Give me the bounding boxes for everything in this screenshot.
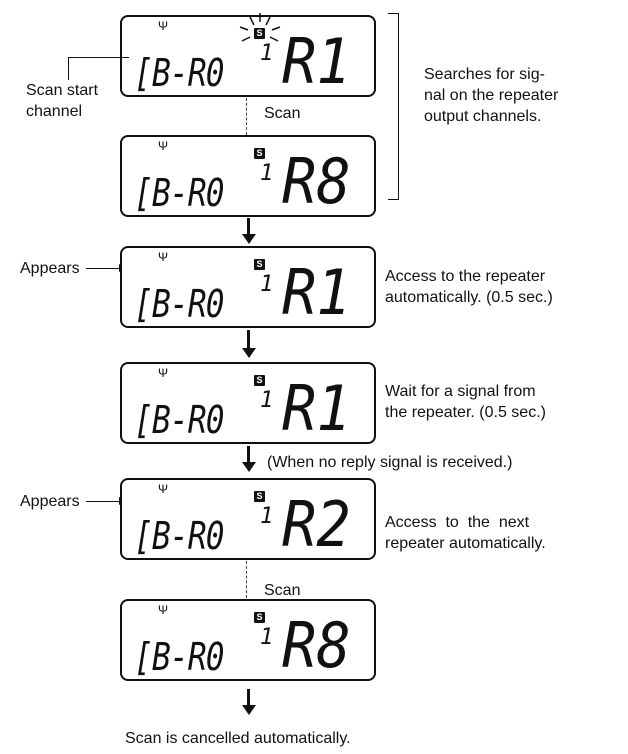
scan-label-1: Scan [264, 105, 301, 122]
s-badge-icon: S [254, 259, 265, 270]
lcd-digit: 1 [260, 41, 274, 66]
s-badge-icon: S [254, 491, 265, 502]
flow-arrow-3 [242, 446, 256, 474]
lcd-digit: 1 [260, 272, 274, 297]
lcd-segment-text: [B-R0 [134, 282, 225, 326]
lcd-digit: 1 [260, 504, 274, 529]
s-badge-icon: S [254, 375, 265, 386]
antenna-icon: Ψ [158, 603, 169, 617]
wait-description: Wait for a signal from the repeater. (0.… [385, 383, 546, 421]
flow-arrow-4 [242, 689, 256, 717]
antenna-icon: Ψ [158, 482, 169, 496]
cancelled-description: Scan is cancelled automatically. [125, 730, 351, 747]
blink-rays-icon [239, 13, 281, 42]
scan-label-2: Scan [264, 582, 301, 599]
lcd-channel: R2 [282, 488, 351, 561]
flow-arrow-1 [242, 218, 256, 244]
s-badge-icon: S [254, 612, 265, 623]
lcd-channel: R8 [282, 609, 351, 682]
lcd-channel: R1 [282, 256, 351, 329]
antenna-icon: Ψ [158, 366, 169, 380]
searches-description: Searches for sig- nal on the repeater ou… [424, 66, 559, 125]
scan-start-label: Scan start channel [26, 82, 99, 120]
lcd-segment-text: [B-R0 [134, 635, 225, 679]
lcd-segment-text: [B-R0 [134, 514, 225, 558]
lcd-segment-text: [B-R0 [134, 398, 225, 442]
appears-arrow-2 [86, 497, 126, 505]
lcd-panel-4: Ψ [B-R0 S 1 R1 [120, 362, 376, 444]
scan-dashed-line-1 [246, 98, 247, 135]
antenna-icon: Ψ [158, 250, 169, 264]
access-next-description: Access to the next repeater automaticall… [385, 514, 546, 552]
s-badge-icon: S [254, 28, 265, 39]
lcd-digit: 1 [260, 625, 274, 650]
lcd-segment-text: [B-R0 [134, 171, 225, 215]
lcd-panel-1: Ψ [B-R0 S 1 R1 [120, 13, 376, 98]
lcd-segment-text: [B-R0 [134, 51, 225, 95]
lcd-digit: 1 [260, 161, 274, 186]
lcd-panel-5: Ψ [B-R0 S 1 R2 [120, 478, 376, 560]
appears-arrow-1 [86, 264, 126, 272]
scan-dashed-line-2 [246, 561, 247, 598]
scan-start-pointer [68, 57, 129, 80]
scan-range-bracket [388, 13, 399, 200]
lcd-channel: R1 [282, 372, 351, 445]
lcd-channel: R8 [282, 145, 351, 218]
no-reply-note: (When no reply signal is received.) [267, 454, 513, 471]
s-badge-icon: S [254, 148, 265, 159]
flow-arrow-2 [242, 330, 256, 360]
antenna-icon: Ψ [158, 19, 169, 33]
lcd-panel-3: Ψ [B-R0 S 1 R1 [120, 246, 376, 328]
lcd-panel-2: Ψ [B-R0 S 1 R8 [120, 135, 376, 217]
lcd-digit: 1 [260, 388, 274, 413]
appears-label-2: Appears [20, 493, 80, 510]
antenna-icon: Ψ [158, 139, 169, 153]
access-auto-description: Access to the repeater automatically. (0… [385, 268, 553, 306]
lcd-panel-6: Ψ [B-R0 S 1 R8 [120, 599, 376, 681]
lcd-channel: R1 [282, 25, 351, 98]
appears-label-1: Appears [20, 260, 80, 277]
